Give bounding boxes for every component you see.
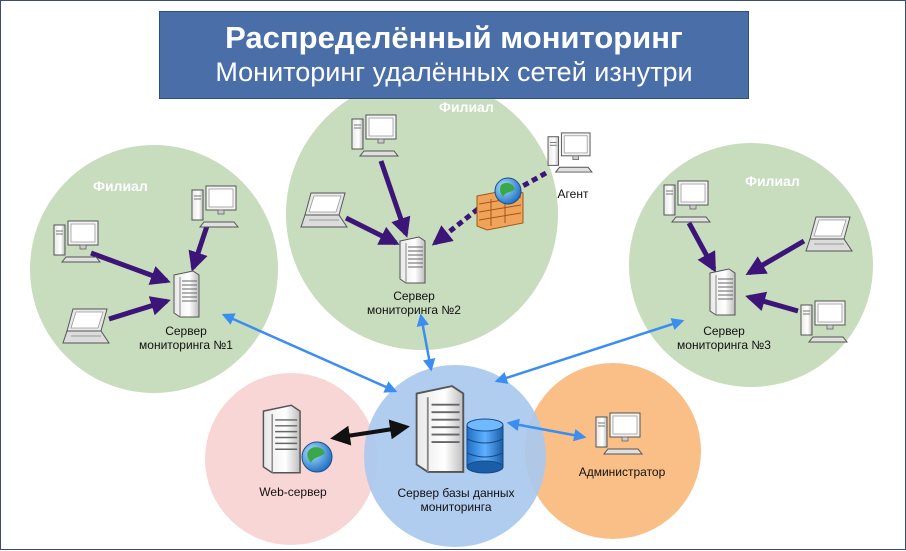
page-subtitle: Мониторинг удалённых сетей изнутри [215,57,693,87]
branch-right-label: Филиал [745,173,800,189]
branch-center-links [344,160,548,246]
db-server-icon [415,385,465,473]
server3-label: Сервер мониторинга №3 [677,324,771,352]
web-db-link [330,419,410,446]
branch-center-label: Филиал [439,99,494,115]
database-icon [466,418,504,474]
server-icon [173,270,200,318]
server1-label: Сервер мониторинга №1 [139,324,233,352]
branch-left-links [90,222,211,322]
web-server-icon [262,404,301,474]
page-title: Распределённый мониторинг [225,20,683,55]
server2-label: Сервер мониторинга №2 [367,289,461,317]
branch-right-links [686,221,806,314]
db-server-label: Сервер базы данных мониторинга [397,486,515,514]
globe-icon [301,441,333,473]
agent-workstation-icon [547,132,593,173]
web-server-label: Web-сервер [259,485,327,499]
branch-left-label: Филиал [93,178,148,194]
branch-left-circle [30,145,278,393]
server-icon [709,268,736,316]
title-banner: Распределённый мониторинг Мониторинг уда… [159,11,749,99]
server-icon [399,236,426,284]
agent-label: Агент [557,187,589,201]
db-links [221,313,685,442]
admin-label: Администратор [578,465,666,479]
globe-icon [494,177,522,205]
